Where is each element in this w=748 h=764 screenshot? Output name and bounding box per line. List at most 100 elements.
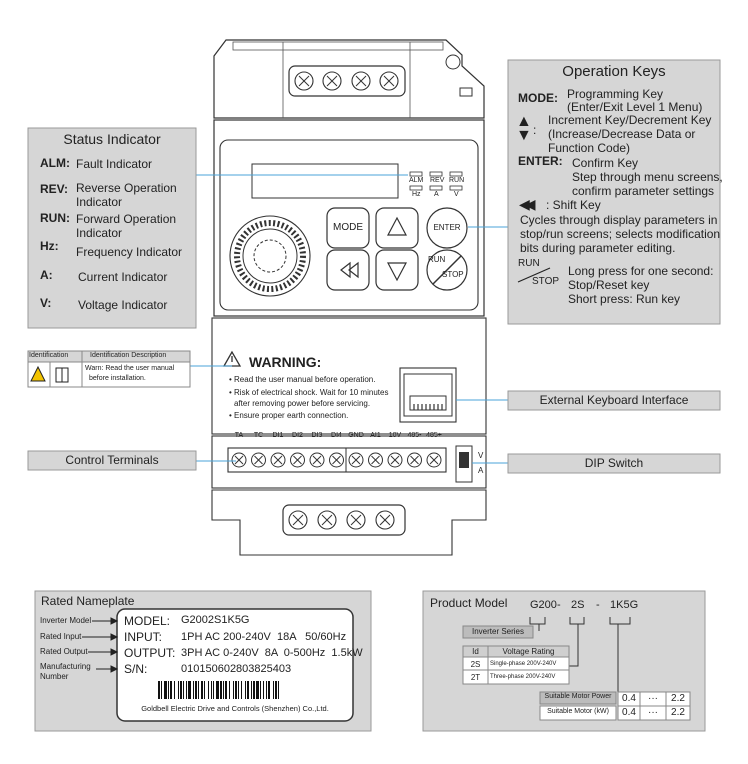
terminal-label: 10V: [388, 432, 402, 439]
status-box: [27, 127, 197, 329]
rev-key: REV:: [40, 182, 69, 196]
terminal-screws: [231, 452, 442, 468]
dip-a-label: A: [478, 466, 484, 475]
barcode-bar: [247, 681, 249, 699]
barcode-bar: [198, 681, 199, 699]
terminal-label: TA: [234, 432, 244, 439]
side-manufacturing: Manufacturing: [40, 662, 91, 671]
bottom-terminal-strip: [282, 504, 406, 536]
led-rev: REV: [430, 177, 445, 184]
mount-hole: [445, 54, 461, 70]
display-window: [251, 163, 399, 199]
barcode-bar: [260, 681, 261, 699]
side-number: Number: [40, 672, 69, 681]
keyboard-label: External Keyboard Interface: [539, 393, 689, 407]
barcode-bar: [168, 681, 169, 699]
barcode-bar: [204, 681, 205, 699]
model-part-1: G200: [530, 599, 557, 611]
inc-desc-3: Function Code): [548, 141, 631, 155]
enter-label: ENTER:: [518, 154, 563, 168]
down-arrow-icon: [387, 262, 407, 282]
kw-dots: ···: [648, 707, 658, 718]
model-part-2: 2S: [571, 599, 585, 611]
top-terminal-strip: [288, 65, 406, 97]
hz-desc: Frequency Indicator: [76, 245, 183, 259]
nameplate-card: [116, 608, 354, 722]
id-desc-2: before installation.: [89, 375, 146, 382]
runstop-run-label: RUN: [518, 258, 540, 269]
kw-label: Suitable Motor (kW): [547, 708, 609, 715]
barcode-bar: [158, 681, 160, 699]
terminal-label: DI3: [311, 432, 323, 439]
enter-button-label[interactable]: ENTER: [433, 223, 461, 232]
enter-desc-3: confirm parameter settings: [572, 184, 715, 198]
dip-v-label: V: [478, 451, 484, 460]
inc-desc-2: (Increase/Decrease Data or: [548, 127, 696, 141]
terminal-label: 485+: [426, 432, 442, 439]
barcode-bar: [251, 681, 252, 699]
mode-desc-1: Programming Key: [567, 87, 664, 101]
alm-key: ALM:: [40, 156, 70, 170]
dip-switch-label: DIP Switch: [584, 456, 644, 470]
power-label: Suitable Motor Power: [544, 693, 612, 700]
leader-lines: [190, 174, 510, 464]
shift-desc-1: Cycles through display parameters in: [520, 213, 718, 227]
led-hz: Hz: [412, 191, 421, 198]
run-button-label[interactable]: RUN: [428, 255, 446, 264]
id-col-2: Identification Description: [90, 352, 167, 359]
runstop-desc-2: Stop/Reset key: [568, 278, 650, 292]
row1-id: 2S: [470, 660, 481, 669]
runstop-slash: [517, 267, 551, 283]
input-value: 1PH AC 200-240V 18A 50/60Hz: [181, 631, 347, 643]
barcode-bar: [208, 681, 209, 699]
up-down-icon: ▲▼: [516, 113, 532, 144]
barcode-bar: [193, 681, 194, 699]
row2-voltage: Three-phase 200V-240V: [490, 674, 556, 680]
operation-title: Operation Keys: [562, 63, 666, 80]
id-col-1: Identification: [29, 352, 69, 359]
model-dash-1: -: [557, 599, 561, 611]
caution-icon: [30, 365, 46, 382]
stop-button-label[interactable]: STOP: [442, 270, 464, 279]
terminal-label: TC: [253, 432, 264, 439]
barcode-bar: [161, 681, 162, 699]
model-value: G2002S1K5G: [181, 614, 250, 626]
warning-line-3: after removing power before servicing.: [234, 399, 371, 408]
barcode-bar: [238, 681, 239, 699]
shift-key: [326, 249, 370, 291]
barcode-bar: [233, 681, 234, 699]
run-key: RUN:: [40, 211, 70, 225]
id-desc-1: Warn: Read the user manual: [85, 365, 175, 372]
rev-desc: Reverse Operation Indicator: [76, 181, 177, 209]
mode-button-label[interactable]: MODE: [333, 222, 363, 233]
led-alm: ALM: [409, 177, 424, 184]
barcode-bar: [278, 681, 279, 699]
a-key: A:: [40, 268, 53, 282]
nameplate-title: Rated Nameplate: [41, 594, 135, 608]
sn-key: S/N:: [124, 662, 148, 676]
runstop-desc-3: Short press: Run key: [568, 292, 681, 306]
control-terminals-label: Control Terminals: [65, 453, 159, 467]
operation-box: [507, 59, 721, 325]
barcode-bar: [216, 681, 219, 699]
warning-line-1: • Read the user manual before operation.: [229, 375, 376, 384]
kw-min: 0.4: [622, 707, 636, 718]
input-key: INPUT:: [124, 630, 163, 644]
row1-voltage: Single-phase 200V-240V: [490, 661, 557, 667]
barcode-bar: [195, 681, 197, 699]
barcode-bar: [263, 681, 264, 699]
maker-name: Goldbell Electric Drive and Controls (Sh…: [141, 704, 329, 713]
warning-title: WARNING:: [249, 354, 322, 370]
barcode-bar: [225, 681, 227, 699]
series-label: Inverter Series: [471, 627, 525, 636]
run-desc: Forward Operation Indicator: [76, 212, 177, 240]
barcode-bar: [170, 681, 172, 699]
status-title: Status Indicator: [63, 131, 161, 147]
shift-icon: [340, 261, 351, 279]
enter-desc-1: Confirm Key: [572, 156, 639, 170]
a-desc: Current Indicator: [78, 270, 168, 284]
side-rated-output: Rated Output: [40, 647, 88, 656]
barcode-bar: [186, 681, 187, 699]
runstop-desc-1: Long press for one second:: [568, 264, 714, 278]
barcode-bar: [213, 681, 214, 699]
